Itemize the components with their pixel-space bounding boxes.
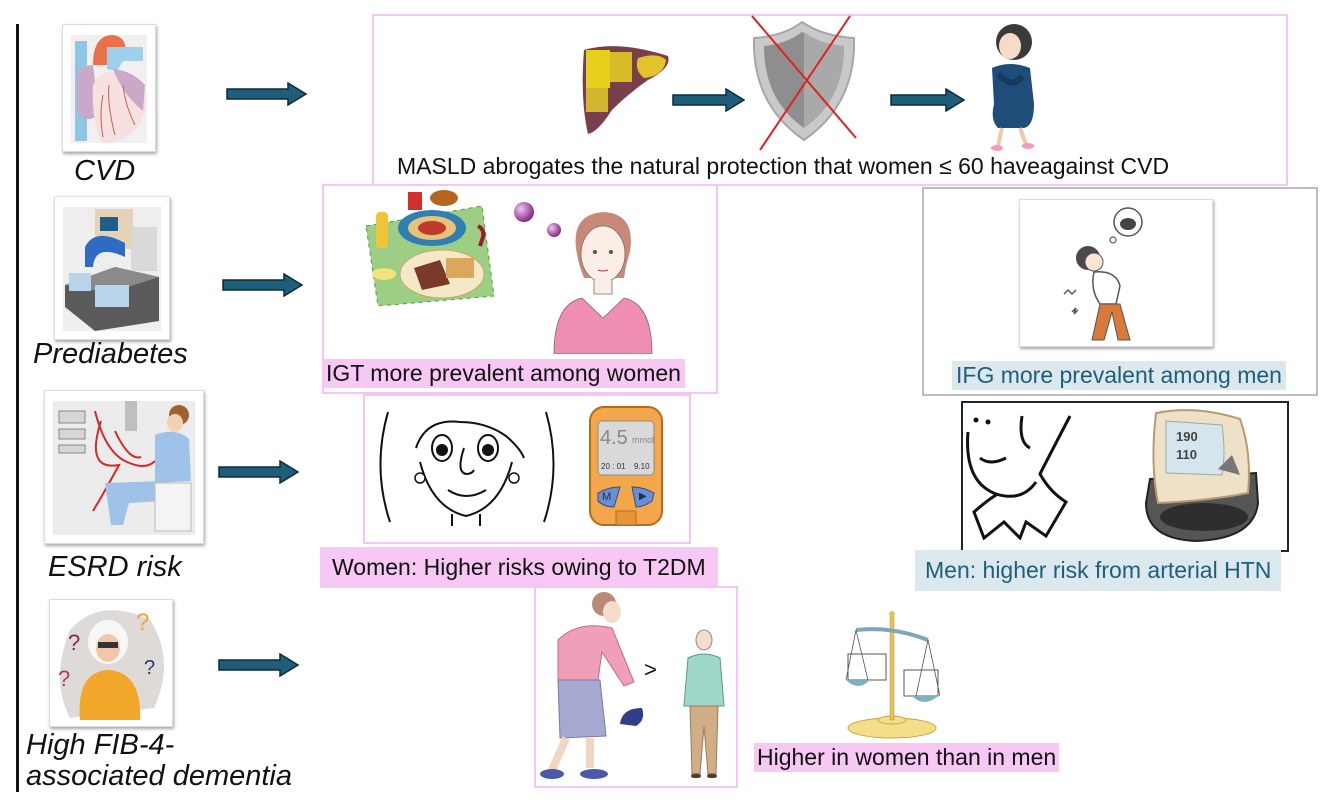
dementia-caption: Higher in women than in men [754, 743, 1060, 772]
cvd-thumbnail [62, 24, 156, 152]
dementia-thumbnail: ? ? ? ? [49, 599, 173, 727]
fast-food-table-icon [365, 190, 495, 306]
glucometer-play-button: ▶ [639, 491, 647, 502]
bp-diastolic: 110 [1176, 447, 1197, 462]
arrow-icon [222, 273, 304, 297]
svg-text:?: ? [144, 657, 155, 679]
glucometer-time: 20 : 01 [601, 462, 626, 471]
category-label-dementia-line1: High FIB-4- [26, 729, 175, 761]
balance-scale-icon [845, 611, 940, 739]
esrd-thumbnail [44, 390, 204, 544]
left-divider-line [16, 24, 19, 792]
elderly-woman-icon [540, 592, 644, 779]
svg-text:?: ? [58, 666, 70, 691]
category-label-dementia-line2: associated dementia [26, 760, 292, 792]
hungry-man-icon [1063, 207, 1143, 341]
thought-bubbles-icon [514, 202, 561, 237]
woman-portrait-icon [553, 212, 653, 354]
bp-monitor-icon: 190 110 [1136, 403, 1264, 545]
esrd-men-caption: Men: higher risk from arterial HTN [915, 550, 1282, 591]
glucometer-date: 9.10 [634, 462, 650, 471]
dialysis-patient-icon [53, 401, 195, 535]
category-label-cvd: CVD [74, 155, 136, 187]
glucometer-unit: mmol [632, 435, 654, 445]
prediabetes-thumbnail [54, 196, 170, 340]
confused-elderly-woman-icon: ? ? ? ? [58, 609, 165, 720]
lab-analyzer-icon [63, 207, 161, 331]
svg-text:?: ? [68, 630, 80, 655]
arrow-icon [672, 88, 746, 112]
arrow-icon [226, 82, 308, 106]
woman-chest-pain-icon [991, 24, 1034, 151]
arrow-icon [890, 88, 966, 112]
arrow-icon [218, 460, 300, 484]
crossed-shield-icon [751, 15, 857, 151]
bp-systolic: 190 [1176, 429, 1198, 444]
svg-text:?: ? [136, 609, 149, 636]
man-face-icon [966, 415, 1072, 540]
igt-women-caption: IGT more prevalent among women [322, 359, 685, 388]
ifg-men-caption: IFG more prevalent among men [952, 361, 1286, 390]
glucometer-icon: 4.5 mmol 20 : 01 9.10 M ▶ [586, 403, 666, 529]
ifg-men-thumbnail [1019, 199, 1213, 347]
comparison-symbol: > [644, 657, 657, 682]
elderly-man-icon [683, 629, 725, 778]
woman-face-icon [379, 411, 555, 526]
glucometer-m-button: M [602, 491, 612, 503]
arrow-icon [218, 653, 300, 677]
category-label-esrd: ESRD risk [48, 551, 182, 583]
esrd-women-caption: Women: Higher risks owing to T2DM [320, 547, 718, 588]
cvd-masld-caption: MASLD abrogates the natural protection t… [397, 153, 1170, 179]
heart-anatomy-icon [71, 35, 147, 143]
glucometer-reading: 4.5 [600, 427, 628, 449]
category-label-prediabetes: Prediabetes [33, 338, 188, 370]
fatty-liver-icon [582, 46, 669, 134]
